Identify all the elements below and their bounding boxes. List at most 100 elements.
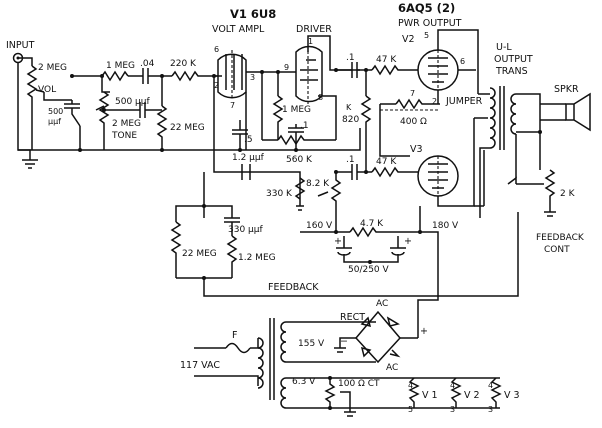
cap-04-label: .04	[140, 59, 155, 69]
feedback-cont-line2: CONT	[544, 245, 570, 255]
feedback-network: 22 MEG 330 μμf 1.2 MEG FEEDBACK	[170, 205, 519, 297]
res-22meg-b	[170, 221, 182, 278]
filter-plus-1: +	[334, 236, 342, 247]
cap-500uuf-label: 500 μμf	[115, 97, 150, 107]
v2-pin-6: 6	[460, 57, 465, 66]
v180-label: 180 V	[432, 221, 459, 231]
res-47k-c-label: 4.7 K	[360, 219, 384, 229]
res-47k-a-label: 47 K	[376, 55, 397, 65]
pot-82k	[330, 172, 342, 218]
output-transformer-secondary	[510, 93, 517, 135]
v3-label: V3	[410, 144, 423, 155]
res-12meg-label: 1.2 MEG	[238, 253, 276, 263]
cap-330uuf-label: 330 μμf	[228, 225, 263, 235]
output-section: .1 47 K .1 47 K 820 K 8.2 K 6AQ5 (2) PWR…	[306, 1, 591, 255]
res-47k-b	[371, 166, 420, 178]
fuse-label: F	[232, 330, 237, 341]
pin-6: 6	[214, 45, 219, 54]
tube-v1-label: V1 6U8	[230, 7, 276, 21]
res-1meg-b-label: 1 MEG	[282, 105, 311, 115]
res-100ct	[324, 378, 336, 408]
input-section: INPUT 2 MEG VOL 500 μμf	[6, 40, 81, 169]
v155-label: 155 V	[298, 339, 325, 349]
volt-ampl-label: VOLT AMPL	[212, 24, 265, 35]
res-400	[395, 98, 440, 110]
v2-pin-7: 7	[410, 89, 415, 98]
volume-pot	[26, 65, 38, 150]
res-22meg-b-label: 22 MEG	[182, 249, 217, 259]
heater-v2-pin3: 3	[450, 405, 455, 414]
pin-1: 1	[308, 37, 313, 46]
jumper-label: JUMPER	[445, 96, 483, 107]
res-560k-label: 560 K	[286, 155, 313, 165]
res-820	[360, 95, 372, 172]
v63-label: 6.3 V	[292, 377, 316, 387]
v2-pin-5: 5	[424, 31, 429, 40]
res-330k	[294, 177, 306, 200]
res-12meg	[226, 235, 238, 278]
heater-v2-pin4: 4	[450, 381, 455, 390]
ground-rail	[18, 128, 361, 151]
tube-v1: V1 6U8 VOLT AMPL DRIVER 6 3 2 7 1 9 8	[212, 7, 360, 150]
heater-v3-label: V 3	[504, 390, 520, 401]
spkr-label: SPKR	[554, 84, 579, 95]
r-100ct-label: 100 Ω CT	[338, 379, 380, 389]
cap-1b-label: .1	[346, 53, 355, 63]
tone-pot-value: 2 MEG	[112, 119, 141, 129]
trans-label: TRANS	[495, 66, 528, 77]
cap-5025-label: 50/250 V	[348, 265, 390, 275]
res-1meg-b	[272, 95, 284, 140]
heater-v3-pin3: 3	[488, 405, 493, 414]
res-220k	[171, 70, 222, 82]
junction-dots	[70, 68, 542, 410]
pin-7: 7	[230, 101, 235, 110]
res-220k-label: 220 K	[170, 59, 197, 69]
secondary-63v	[280, 377, 287, 409]
res-47k-a	[371, 64, 420, 76]
output-label: OUTPUT	[494, 54, 533, 65]
cap-5-label: .5	[244, 135, 253, 145]
heater-v2	[450, 377, 462, 408]
heater-v1-pin4: 4	[408, 381, 413, 390]
res-820-label: 820	[342, 115, 359, 125]
tone-pot-label: TONE	[111, 131, 137, 141]
cap-1a-label: .1	[300, 121, 309, 131]
pin-8: 8	[318, 93, 323, 102]
power-transformer-primary	[257, 337, 264, 389]
res-330k-label: 330 K	[266, 189, 293, 199]
heater-v1-label: V 1	[422, 390, 438, 401]
k-label: K	[346, 103, 352, 112]
volume-value: 2 MEG	[38, 63, 67, 73]
ac-bot-label: AC	[386, 363, 398, 373]
pwr-output-label: PWR OUTPUT	[398, 18, 462, 29]
res-400-label: 400 Ω	[400, 117, 427, 127]
res-47k-c	[349, 206, 421, 238]
tone-pot	[98, 91, 110, 150]
volume-label: VOL	[38, 85, 56, 95]
pin-3: 3	[250, 73, 255, 82]
rect-label: RECT	[340, 312, 365, 323]
driver-label: DRIVER	[296, 24, 332, 35]
secondary-155v	[280, 321, 287, 363]
heater-v3-pin4: 4	[488, 381, 493, 390]
tube-model-label: 6AQ5 (2)	[398, 1, 455, 15]
power-supply: 117 VAC F 155 V RECT AC AC − + 6.3 V 100…	[180, 299, 520, 417]
feedback-pot-value: 2 K	[560, 189, 576, 199]
feedback-pot	[544, 169, 556, 212]
res-560k	[277, 134, 336, 146]
res-1meg-a-label: 1 MEG	[106, 61, 135, 71]
cap-12uuf-label: 1.2 μμf	[232, 153, 265, 163]
v1-network: 1 MEG .5 .1 560 K 1.2 μμf 330 K	[203, 72, 336, 218]
feedback-label: FEEDBACK	[268, 282, 319, 293]
pot-82k-label: 8.2 K	[306, 179, 330, 189]
supply-filter: 4.7 K 160 V 180 V + + 50/250 V	[300, 150, 485, 338]
fuse	[225, 342, 251, 354]
ul-label: U-L	[496, 42, 512, 53]
tone-section: 1 MEG .04 220 K 2 MEG TONE 500 μμf 22 ME…	[72, 59, 222, 150]
cap-1c-label: .1	[346, 155, 355, 165]
cap-500-unit: μμf	[48, 117, 61, 126]
rect-minus-label: −	[340, 336, 348, 347]
rect-plus-label: +	[420, 326, 428, 337]
heater-v2-label: V 2	[464, 390, 480, 401]
